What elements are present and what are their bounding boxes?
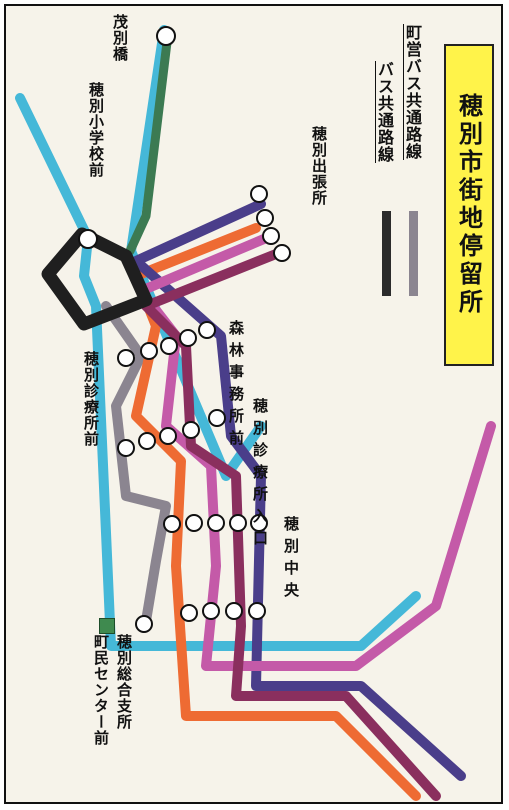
route-line-purple <box>131 199 466 781</box>
stop-marker-center-3[interactable] <box>207 514 225 532</box>
stop-label-general-branch: 穂別総合支所 <box>115 634 133 730</box>
map-title-box: 穂別市街地停留所 <box>444 44 494 366</box>
branch-office-marker <box>99 618 115 634</box>
stop-label-moheji-bashi: 茂別橋 <box>111 14 129 62</box>
stop-marker-branch-2[interactable] <box>256 209 274 227</box>
route-map <box>15 25 496 801</box>
route-line-black-loop <box>41 227 153 331</box>
stop-label-hobetsu-center: 穂別中央 <box>282 516 300 604</box>
stop-marker-forest-4[interactable] <box>179 329 197 347</box>
stop-marker-center-2[interactable] <box>185 514 203 532</box>
stop-marker-branch-3[interactable] <box>262 227 280 245</box>
stop-marker-center-4[interactable] <box>229 514 247 532</box>
stop-marker-south-3[interactable] <box>202 602 220 620</box>
stop-marker-forest-3[interactable] <box>160 337 178 355</box>
legend-swatch-town-bus <box>409 211 418 296</box>
stop-marker-branch-4[interactable] <box>273 244 291 262</box>
stop-marker-forest-1[interactable] <box>117 349 135 367</box>
stop-label-civic-center: 町民センター前 <box>92 634 110 746</box>
legend-label-bus: バス共通路線 <box>375 61 394 163</box>
route-line-green <box>125 29 173 256</box>
legend-label-town-bus: 町営バス共通路線 <box>403 24 422 160</box>
stop-marker-south-4[interactable] <box>225 602 243 620</box>
route-line-gray <box>101 301 171 626</box>
stop-marker-center-1[interactable] <box>163 515 181 533</box>
stop-marker-clinic-2[interactable] <box>138 432 156 450</box>
stop-label-clinic-front: 穂別診療所前 <box>82 351 100 447</box>
stop-marker-clinic-5[interactable] <box>208 409 226 427</box>
stop-marker-center-5[interactable] <box>250 514 268 532</box>
stop-marker-branch-1[interactable] <box>250 185 268 203</box>
stop-marker-south-2[interactable] <box>180 604 198 622</box>
route-line-maroon <box>141 249 441 801</box>
stop-marker-hobetsu-school[interactable] <box>78 229 98 249</box>
map-frame: 茂別橋 穂別小学校前 穂別出張所 森林事務所前 穂別診療所入口 穂別診療所前 穂… <box>4 4 503 804</box>
stop-marker-forest-2[interactable] <box>140 342 158 360</box>
stop-label-hobetsu-branch: 穂別出張所 <box>310 126 328 206</box>
stop-marker-moheji-bashi[interactable] <box>156 26 176 46</box>
stop-marker-south-1[interactable] <box>135 615 153 633</box>
stop-marker-clinic-4[interactable] <box>182 421 200 439</box>
legend-swatch-bus <box>382 211 391 296</box>
stop-label-forest-office: 森林事務所前 <box>227 320 245 452</box>
stop-marker-clinic-1[interactable] <box>117 439 135 457</box>
route-line-orange <box>131 223 421 801</box>
stop-marker-clinic-3[interactable] <box>159 427 177 445</box>
stop-label-clinic-entrance: 穂別診療所入口 <box>251 398 269 552</box>
stop-label-hobetsu-school: 穂別小学校前 <box>87 82 105 178</box>
stop-marker-south-5[interactable] <box>248 602 266 620</box>
stop-marker-forest-5[interactable] <box>198 321 216 339</box>
map-title: 穂別市街地停留所 <box>454 93 483 317</box>
